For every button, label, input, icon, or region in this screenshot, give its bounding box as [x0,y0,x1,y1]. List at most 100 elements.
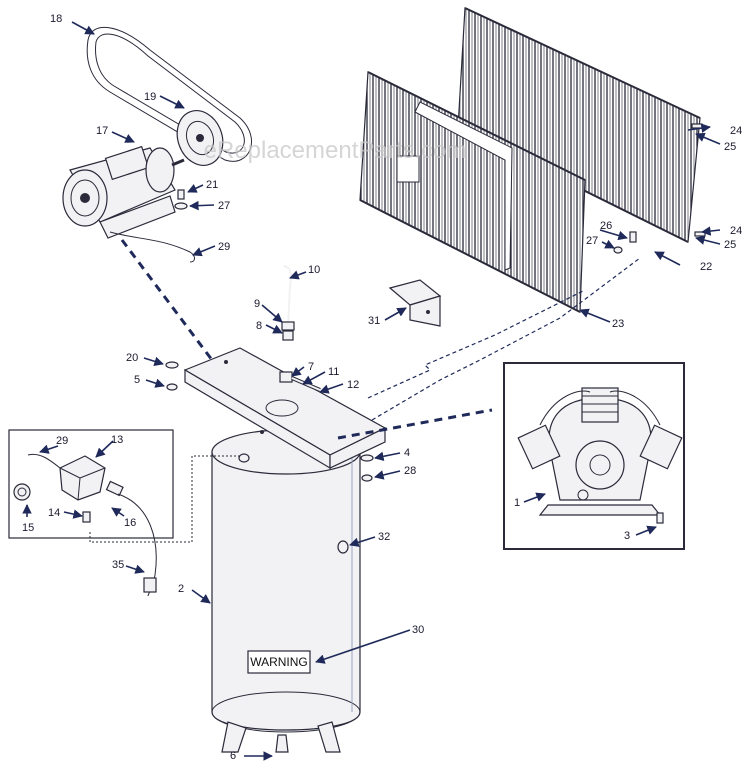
washer-4 [360,454,374,462]
callout-25-bottom: 25 [724,239,736,251]
callout-7: 7 [308,361,314,373]
callout-27-guard: 27 [586,235,598,247]
arrow-4 [374,451,401,462]
arrow-9 [261,304,283,323]
arrow-19 [159,95,185,109]
callout-labels: 18 19 17 21 27 29 10 9 8 7 11 12 20 5 4 … [22,13,742,762]
motor [62,145,185,239]
arrow-27-motor [189,200,215,211]
warning-label: WARNING [247,650,311,674]
arrow-25-bottom [695,235,721,245]
arrow-35 [125,564,145,574]
callout-16: 16 [124,517,136,529]
callout-22: 22 [700,261,712,273]
callout-18: 18 [50,13,62,25]
callout-5: 5 [134,374,140,386]
leader-arrows [22,21,721,761]
arrow-27-guard [601,239,615,249]
callout-29-motor: 29 [218,241,230,253]
callout-17: 17 [96,125,108,137]
arrow-26 [599,229,628,241]
arrow-16 [111,507,125,517]
callout-24-bottom: 24 [730,225,742,237]
arrow-22 [654,251,681,266]
arrow-20 [143,356,164,366]
nut-5 [166,383,178,391]
callout-12: 12 [347,379,359,391]
nut-27 [613,246,623,254]
pressure-switch-inset [8,429,174,597]
screw-26 [629,231,637,243]
arrow-28 [374,470,401,480]
warning-label-text: WARNING [250,655,308,669]
pulley [176,110,224,166]
watermark: eReplacementParts.com [204,137,467,164]
callout-8: 8 [256,320,262,332]
arrow-32 [349,536,376,547]
arrow-3 [635,525,657,536]
callout-21: 21 [206,179,218,191]
callout-23: 23 [612,318,624,330]
callout-9: 9 [254,298,260,310]
nut-28 [361,474,373,482]
arrow-21 [187,183,204,193]
callout-24-top: 24 [730,125,742,137]
callout-11: 11 [328,366,339,378]
motor-to-tank-line [120,239,214,361]
arrow-14 [63,509,83,519]
callout-31: 31 [368,315,380,327]
arrow-11 [302,371,326,385]
arrow-24-bottom [701,226,721,236]
pump-detail-inset [503,362,685,550]
platform-to-pump-line [337,408,493,440]
arrow-30 [315,629,411,664]
switch-to-tank-line [89,455,240,543]
callout-4: 4 [404,447,410,459]
callout-2: 2 [178,583,184,595]
arrow-18 [71,21,95,35]
arrow-5 [145,378,165,388]
callout-35: 35 [112,559,124,571]
callout-20: 20 [126,352,138,364]
callout-27-motor: 27 [218,200,230,212]
callout-19: 19 [144,91,156,103]
callout-29-switch: 29 [56,435,68,447]
washer-20 [165,361,179,369]
arrow-1 [523,492,546,503]
callout-6: 6 [230,750,236,762]
callout-10: 10 [308,264,320,276]
motor-cord [109,231,195,263]
arrow-25-top [695,132,721,145]
callout-13: 13 [111,434,123,446]
callout-26: 26 [600,220,612,232]
arrow-17 [111,131,135,143]
air-tank [211,429,361,753]
arrow-7 [291,366,305,377]
motor-bolt [174,189,188,210]
callout-3: 3 [624,530,630,542]
callout-25-top: 25 [724,141,736,153]
callout-1: 1 [514,497,520,509]
bracket [388,279,442,327]
callout-14: 14 [48,507,60,519]
callout-30: 30 [412,624,424,636]
arrow-12 [319,383,344,394]
callout-28: 28 [404,465,416,477]
fastener-24-top [691,123,703,129]
arrow-23 [579,308,611,323]
arrow-2 [191,589,211,604]
callout-32: 32 [378,531,390,543]
belt [86,26,252,162]
arrow-29-switch [39,444,59,454]
guide-line-guard-2 [371,257,641,421]
arrow-31 [384,307,407,321]
arrow-13 [95,440,114,458]
arrow-10 [289,270,307,280]
guide-line-guard [367,289,586,399]
callout-15: 15 [22,522,34,534]
arrow-29-motor [192,245,216,257]
arrow-8 [265,324,283,334]
arrow-24-top [687,123,711,133]
